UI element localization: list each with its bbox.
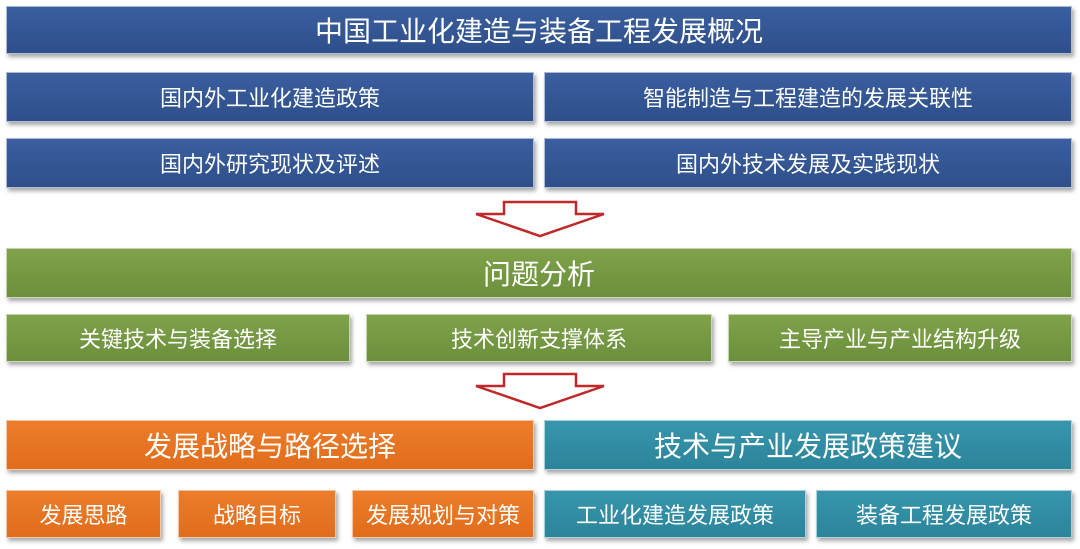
policy-item-label: 装备工程发展政策 — [855, 504, 1032, 529]
overview-item-box: 智能制造与工程建造的发展关联性 — [544, 72, 1072, 122]
problem-item-label: 关键技术与装备选择 — [78, 328, 277, 353]
overview-item-box: 国内外工业化建造政策 — [6, 72, 534, 122]
problem-item-box: 主导产业与产业结构升级 — [728, 314, 1072, 362]
overview-title-box: 中国工业化建造与装备工程发展概况 — [6, 6, 1072, 54]
problem-item-label: 技术创新支撑体系 — [450, 328, 627, 353]
strategy-item-label: 发展思路 — [39, 504, 128, 529]
strategy-item-box: 发展思路 — [6, 490, 161, 538]
problem-analysis-title: 问题分析 — [482, 258, 595, 291]
policy-item-box: 装备工程发展政策 — [816, 490, 1072, 538]
policy-item-label: 工业化建造发展政策 — [575, 504, 774, 529]
strategy-item-box: 发展规划与对策 — [352, 490, 534, 538]
strategy-title-box: 发展战略与路径选择 — [6, 420, 534, 470]
overview-item-label: 国内外研究现状及评述 — [159, 153, 380, 178]
down-arrow-icon — [475, 372, 605, 410]
strategy-item-label: 发展规划与对策 — [365, 504, 520, 529]
problem-item-label: 主导产业与产业结构升级 — [778, 328, 1021, 353]
overview-item-box: 国内外研究现状及评述 — [6, 138, 534, 188]
overview-item-label: 国内外工业化建造政策 — [159, 87, 380, 112]
policy-item-box: 工业化建造发展政策 — [544, 490, 806, 538]
overview-item-box: 国内外技术发展及实践现状 — [544, 138, 1072, 188]
policy-title-box: 技术与产业发展政策建议 — [544, 420, 1072, 470]
down-arrow-icon — [475, 200, 605, 238]
overview-title: 中国工业化建造与装备工程发展概况 — [314, 15, 763, 48]
strategy-item-box: 战略目标 — [178, 490, 336, 538]
problem-analysis-title-box: 问题分析 — [6, 248, 1072, 298]
overview-item-label: 国内外技术发展及实践现状 — [675, 153, 940, 178]
problem-item-box: 技术创新支撑体系 — [366, 314, 712, 362]
policy-title: 技术与产业发展政策建议 — [653, 430, 962, 463]
problem-item-box: 关键技术与装备选择 — [6, 314, 350, 362]
overview-item-label: 智能制造与工程建造的发展关联性 — [642, 87, 973, 112]
strategy-item-label: 战略目标 — [212, 504, 301, 529]
strategy-title: 发展战略与路径选择 — [143, 430, 396, 463]
